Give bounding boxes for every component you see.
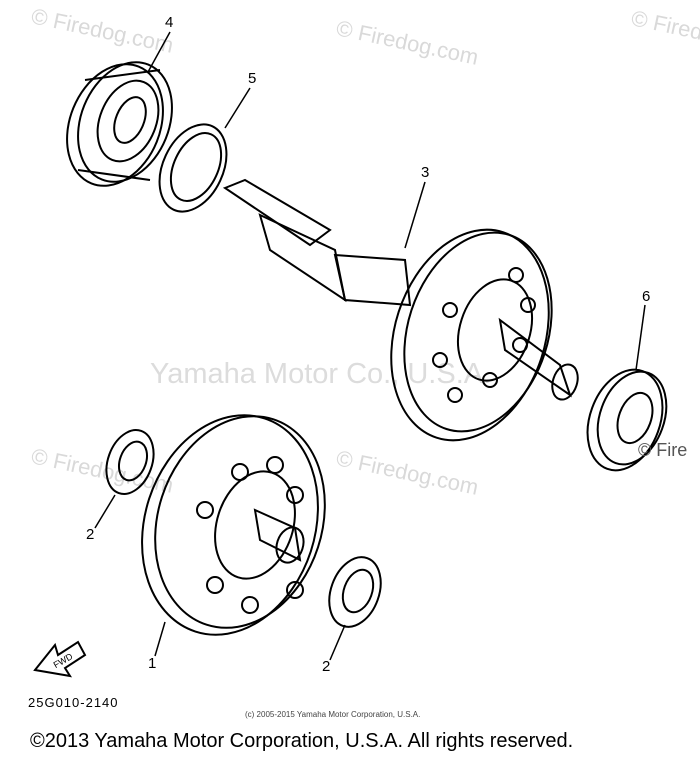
washer-part-2[interactable] xyxy=(98,423,162,500)
fwd-arrow-icon xyxy=(33,640,87,678)
diagram-code: 25G010-2140 xyxy=(28,695,119,710)
callout-3: 3 xyxy=(421,164,430,181)
callout-2: 2 xyxy=(86,526,95,543)
callout-6: 6 xyxy=(642,288,651,305)
bearing-part-4[interactable] xyxy=(50,48,189,200)
fwd-label: FWD xyxy=(52,651,75,670)
callout-1: 1 xyxy=(148,655,157,672)
callout-5: 5 xyxy=(248,70,257,87)
callout-2: 2 xyxy=(322,658,331,675)
washer-part-2[interactable] xyxy=(320,550,390,634)
callout-4: 4 xyxy=(165,14,174,31)
seal-part-5[interactable] xyxy=(146,114,239,223)
shaft-part-3[interactable] xyxy=(222,178,582,461)
copyright-notice: ©2013 Yamaha Motor Corporation, U.S.A. A… xyxy=(30,730,574,752)
small-copyright: (c) 2005-2015 Yamaha Motor Corporation, … xyxy=(245,710,421,719)
watermark-firedog-partial: © Fire xyxy=(638,440,688,460)
bearing-part-6[interactable] xyxy=(574,359,678,481)
gear-part-1[interactable] xyxy=(115,392,352,658)
